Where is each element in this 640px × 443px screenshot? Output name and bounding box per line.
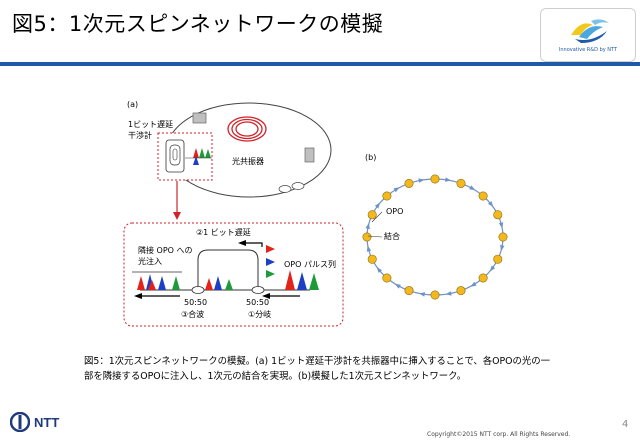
opo-node [382, 273, 392, 283]
blue-flag-icon [266, 258, 275, 266]
opo-node [478, 191, 488, 201]
panel-a-label: (a) [127, 100, 139, 109]
figure-caption: 図5：1次元スピンネットワークの模擬。(a) 1ビット遅延干渉計を共振器中に挿入… [84, 354, 624, 384]
coupling-arrow-icon [470, 281, 477, 287]
coupling-arrow-icon [365, 222, 370, 230]
opo-node [478, 273, 488, 283]
panel-b-label: (b) [365, 153, 377, 162]
splitter-ratio: 50:50 [246, 298, 270, 307]
coupler-box [304, 147, 315, 163]
red-flag-icon [266, 245, 275, 253]
interferometer-label-line2: 干渉計 [128, 131, 152, 140]
opo-node [493, 210, 503, 220]
zoom-arrow-icon [173, 212, 181, 220]
delay-label: ②1 ビット遅延 [196, 228, 251, 237]
combined-pulses [137, 274, 233, 290]
coupling-arrow-icon [498, 222, 504, 229]
zoom-detail-box [123, 222, 344, 327]
coupling-arrow-icon [488, 201, 494, 208]
title-underline [0, 62, 640, 66]
resonator-label: 光共振器 [232, 157, 264, 166]
footer-brand: NTT [34, 415, 60, 430]
coupling-arrow-icon [394, 283, 401, 289]
coupling-arrow-icon [376, 266, 382, 273]
slide-title: 図5：1次元スピンネットワークの模擬 [12, 12, 384, 36]
opo-node [367, 210, 377, 220]
opo-node [404, 286, 414, 296]
coupling-arrow-icon [489, 265, 496, 272]
coupling-arrow-icon [366, 245, 372, 252]
opo-node [430, 290, 440, 300]
caption-line-2: 部を隣接するOPOに注入し、1次元の結合を実現。(b)模擬した1次元スピンネット… [84, 371, 467, 382]
caption-line-1: 図5：1次元スピンネットワークの模擬。(a) 1ビット遅延干渉計を共振器中に挿入… [84, 356, 551, 367]
coupling-arrow-icon [418, 178, 425, 183]
input-port [278, 185, 292, 193]
opo-node-group [362, 174, 508, 300]
opo-node [367, 254, 377, 264]
opo-node [362, 232, 372, 242]
coupling-arrow-icon [374, 202, 381, 209]
copyright-notice: Copyright©2015 NTT corp. All Rights Rese… [427, 431, 571, 438]
opo-node [498, 232, 508, 242]
coupling-arrow-icon [418, 292, 426, 297]
coupling-arrow-icon [500, 244, 505, 252]
ntt-logo-badge: Innovative R&D by NTT [540, 8, 636, 62]
opo-node [456, 178, 466, 188]
page-number: 4 [622, 419, 629, 430]
input-pulse-train [285, 270, 319, 290]
opo-node [382, 191, 392, 201]
opo-node [430, 174, 440, 184]
coupling-arrow-icon [469, 185, 476, 191]
ntt-globe-icon [10, 412, 30, 432]
interferometer-label-line1: 1ビット遅延 [128, 120, 174, 129]
combiner-coupler [191, 286, 205, 294]
green-flag-icon [266, 270, 275, 278]
pulse-train-label: OPO パルス列 [284, 260, 336, 269]
opo-node [493, 254, 503, 264]
combiner-ratio: 50:50 [184, 298, 208, 307]
wave-logo-icon [571, 19, 609, 43]
logo-tagline: Innovative R&D by NTT [558, 47, 618, 53]
output-port [291, 182, 305, 190]
interferometer-device [165, 139, 185, 173]
fiber-coil [227, 116, 267, 142]
modulator-box [192, 112, 207, 124]
opo-label: OPO [386, 207, 404, 216]
branch-label: ①分岐 [248, 310, 272, 319]
coupling-arrow-icon [445, 291, 452, 296]
combine-label: ③合波 [181, 310, 205, 319]
opo-node [456, 286, 466, 296]
coupling-arrow-icon [393, 187, 400, 193]
adjacent-injection-label-line1: 隣接 OPO への [138, 246, 193, 255]
splitter-coupler [251, 286, 265, 294]
coupling-arrow-icon [444, 177, 452, 182]
delay-arm [197, 249, 259, 290]
adjacent-injection-label-line2: 光注入 [138, 257, 162, 266]
coupling-label: 結合 [384, 232, 400, 241]
opo-node [404, 178, 414, 188]
